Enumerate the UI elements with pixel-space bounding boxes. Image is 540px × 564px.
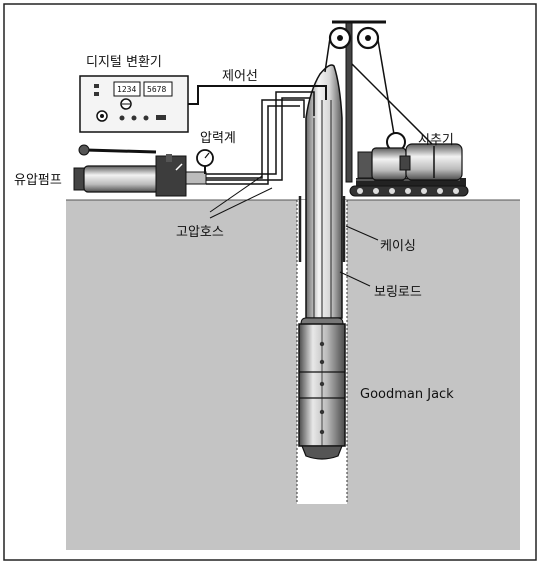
ground [66, 200, 520, 550]
high-pressure-hose-label: 고압호스 [176, 225, 224, 240]
high-pressure-hoses [206, 91, 315, 185]
left-readout: 1234 [117, 85, 136, 94]
right-readout: 5678 [147, 85, 166, 94]
drilling-rig [324, 20, 469, 197]
goodman-jack [298, 317, 346, 460]
pressure-gauge-label: 압력계 [200, 131, 236, 146]
hose-leader-2 [209, 187, 273, 219]
pressure-gauge [196, 149, 214, 174]
boring-rod [305, 64, 343, 319]
boring-rod-leader [339, 271, 371, 287]
digital-converter-label: 디지털 변환기 [86, 55, 162, 70]
goodman-jack-label: Goodman Jack [360, 387, 454, 402]
hydraulic-pump [73, 144, 207, 197]
boring-rod-label: 보링로드 [374, 285, 422, 300]
drilling-rig-label: 시추기 [418, 133, 454, 148]
control-wire [188, 85, 327, 105]
casing-label: 케이싱 [380, 239, 416, 254]
casing-leader [345, 225, 379, 241]
hose-leader-1 [209, 175, 263, 213]
digital-converter: 1234 5678 [79, 75, 189, 133]
hydraulic-pump-label: 유압펌프 [14, 173, 62, 188]
control-wire-label: 제어선 [222, 69, 258, 84]
